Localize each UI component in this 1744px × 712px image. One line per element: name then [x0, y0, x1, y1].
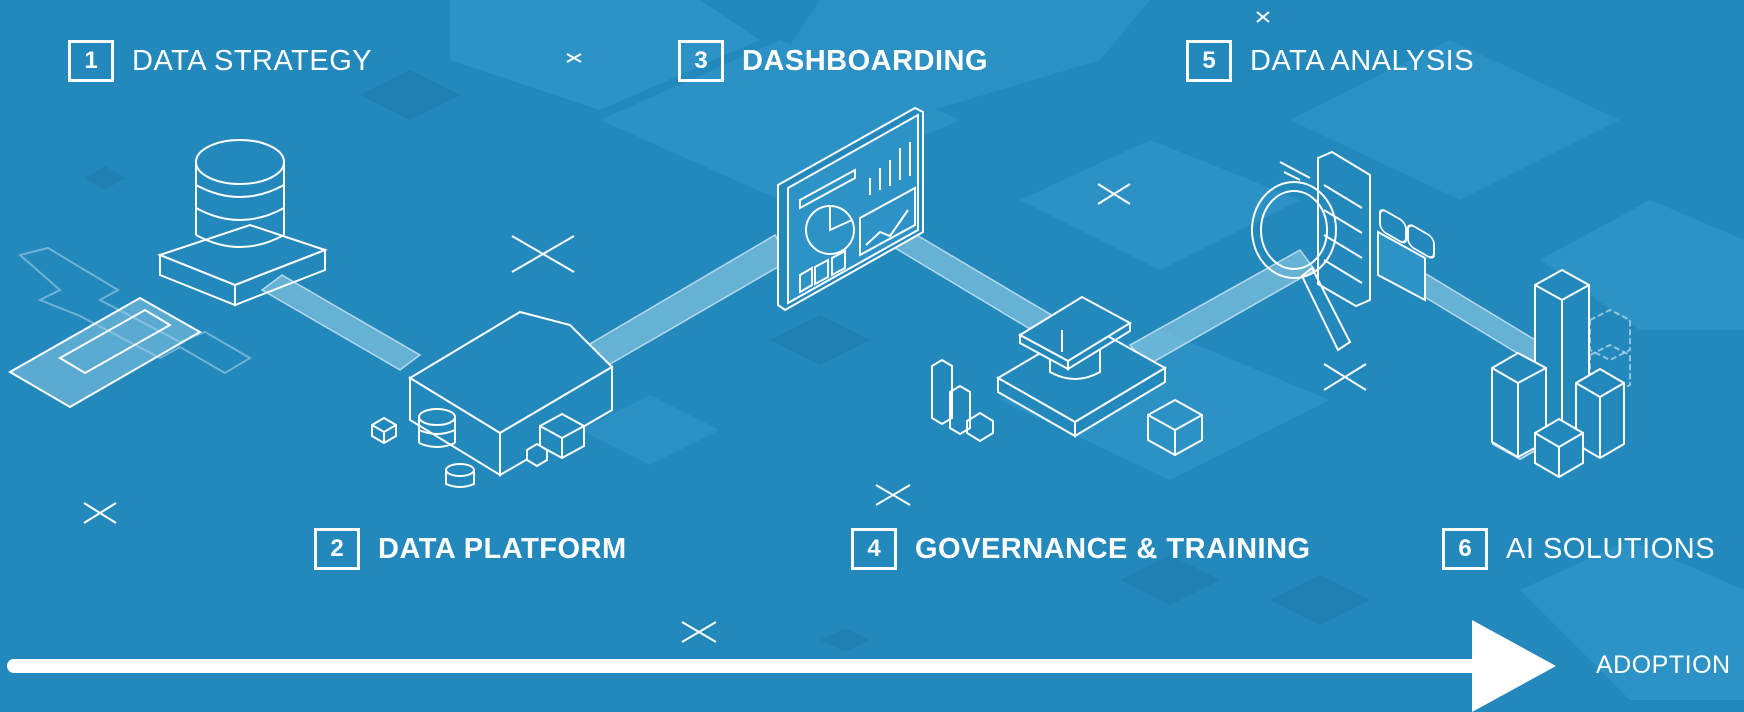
step-3: 3 DASHBOARDING	[678, 40, 988, 82]
step-5: 5 DATA ANALYSIS	[1186, 40, 1474, 82]
step-label: DATA STRATEGY	[132, 44, 373, 77]
step-label: GOVERNANCE & TRAINING	[915, 532, 1311, 565]
warehouse-icon	[371, 310, 614, 488]
step-number-badge: 2	[314, 528, 360, 570]
step-6: 6 AI SOLUTIONS	[1442, 528, 1715, 570]
step-number-badge: 3	[678, 40, 724, 82]
step-label: DATA PLATFORM	[378, 532, 627, 565]
magnifier-icon	[1251, 150, 1435, 352]
step-number-badge: 5	[1186, 40, 1232, 82]
dashboard-icon	[777, 106, 924, 312]
step-label: DASHBOARDING	[742, 44, 989, 77]
step-2: 2 DATA PLATFORM	[314, 528, 627, 570]
step-1: 1 DATA STRATEGY	[68, 40, 372, 82]
step-label: DATA ANALYSIS	[1250, 44, 1475, 77]
decorative-cross-marks	[83, 11, 1367, 643]
step-number-badge: 1	[68, 40, 114, 82]
background-hex-tiles	[85, 0, 1744, 700]
adoption-arrow	[7, 620, 1556, 712]
bar-blocks-icon	[1491, 268, 1631, 479]
step-number-badge: 4	[851, 528, 897, 570]
step-number-badge: 6	[1442, 528, 1488, 570]
step-4: 4 GOVERNANCE & TRAINING	[851, 528, 1311, 570]
step-label: AI SOLUTIONS	[1506, 532, 1716, 565]
adoption-label: ADOPTION	[1596, 651, 1731, 679]
graduation-cap-icon	[931, 295, 1203, 457]
database-icon	[7, 139, 328, 409]
